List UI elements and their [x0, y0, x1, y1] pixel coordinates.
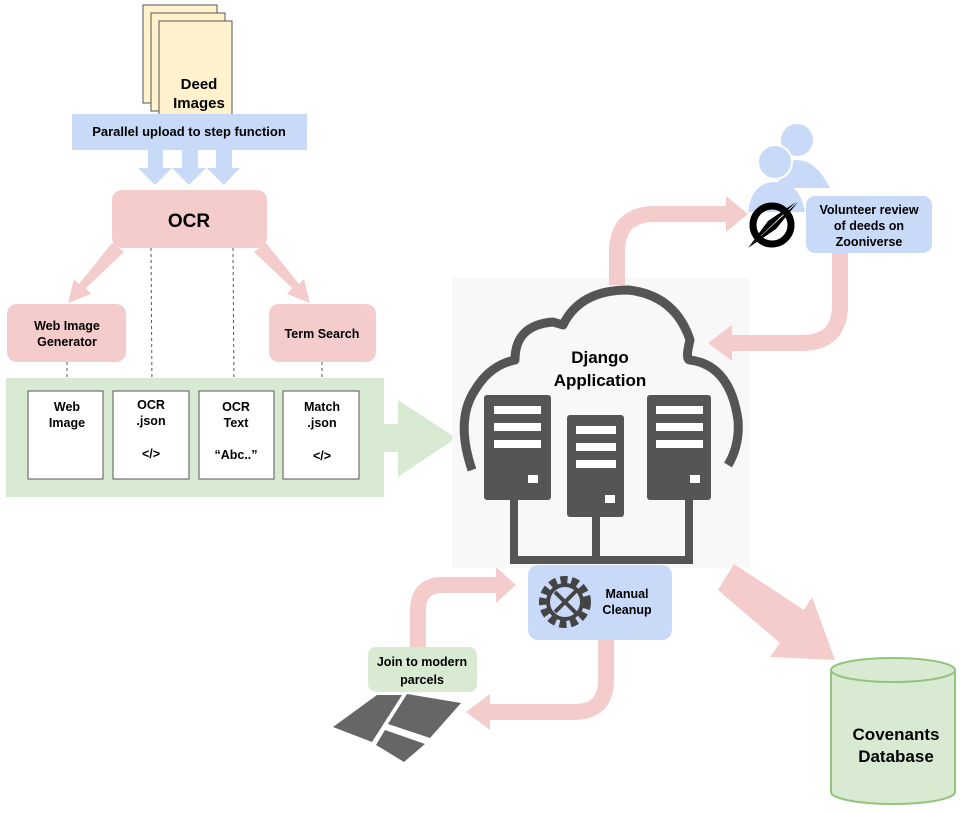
- output-label-2: .json: [136, 414, 165, 428]
- to-django-arrow: [384, 400, 456, 477]
- flow-arrowheads: [466, 196, 835, 730]
- flow-arrows: [410, 206, 848, 720]
- ocr-label: OCR: [168, 211, 211, 232]
- ocr-box: [112, 190, 267, 248]
- output-label-3: “Abc..”: [214, 448, 257, 462]
- output-label-2: Image: [49, 416, 85, 430]
- volunteer-label-3: Zooniverse: [836, 235, 903, 249]
- output-label-1: OCR: [137, 398, 165, 412]
- output-match-json: Match .json </>: [282, 390, 360, 480]
- ocr-arrows: [68, 243, 310, 303]
- output-label-1: Web: [54, 400, 81, 414]
- join-parcels-label-2: parcels: [400, 673, 444, 687]
- cloud-servers-icon: [459, 285, 743, 564]
- output-label-2: .json: [307, 416, 336, 430]
- output-ocr-json: OCR .json </>: [112, 390, 190, 480]
- deed-images-label-2: Images: [173, 95, 225, 112]
- web-image-generator-box: [7, 304, 126, 362]
- manual-cleanup-label-1: Manual: [605, 587, 648, 601]
- output-label-3: </>: [313, 449, 331, 463]
- output-label-1: Match: [304, 400, 340, 414]
- zooniverse-logo: [748, 202, 798, 248]
- join-parcels-box: [368, 647, 477, 692]
- output-label-1: OCR: [222, 400, 250, 414]
- upload-bar: [72, 114, 307, 150]
- term-search-label: Term Search: [285, 327, 360, 341]
- term-search-box: [269, 304, 376, 362]
- join-parcels-label-1: Join to modern: [377, 655, 467, 669]
- volunteer-label-2: of deeds on: [834, 219, 904, 233]
- database-label-2: Database: [858, 747, 934, 766]
- deed-images-label-1: Deed: [181, 76, 218, 93]
- web-image-generator-label-1: Web Image: [34, 319, 100, 333]
- output-ocr-text: OCR Text “Abc..”: [198, 390, 275, 480]
- deed-images-stack: Deed Images: [142, 4, 233, 120]
- users-icon: [748, 124, 830, 212]
- manual-cleanup-label-2: Cleanup: [602, 603, 652, 617]
- web-image-generator-label-2: Generator: [37, 335, 97, 349]
- database-cylinder: [830, 657, 956, 805]
- output-label-3: </>: [142, 447, 160, 461]
- parallel-arrows: [138, 150, 240, 185]
- to-database-arrow: [718, 564, 835, 660]
- database-label-1: Covenants: [853, 725, 940, 744]
- output-label-2: Text: [224, 416, 250, 430]
- volunteer-box: [806, 196, 932, 253]
- gear-tools-icon: [539, 576, 591, 628]
- django-label-2: Application: [554, 371, 647, 390]
- django-label-1: Django: [571, 348, 629, 367]
- output-web-image: Web Image: [27, 390, 104, 480]
- dashed-connectors: [66, 247, 323, 389]
- upload-bar-label: Parallel upload to step function: [92, 124, 286, 139]
- parcels-icon: [333, 694, 461, 762]
- volunteer-label-1: Volunteer review: [819, 203, 918, 217]
